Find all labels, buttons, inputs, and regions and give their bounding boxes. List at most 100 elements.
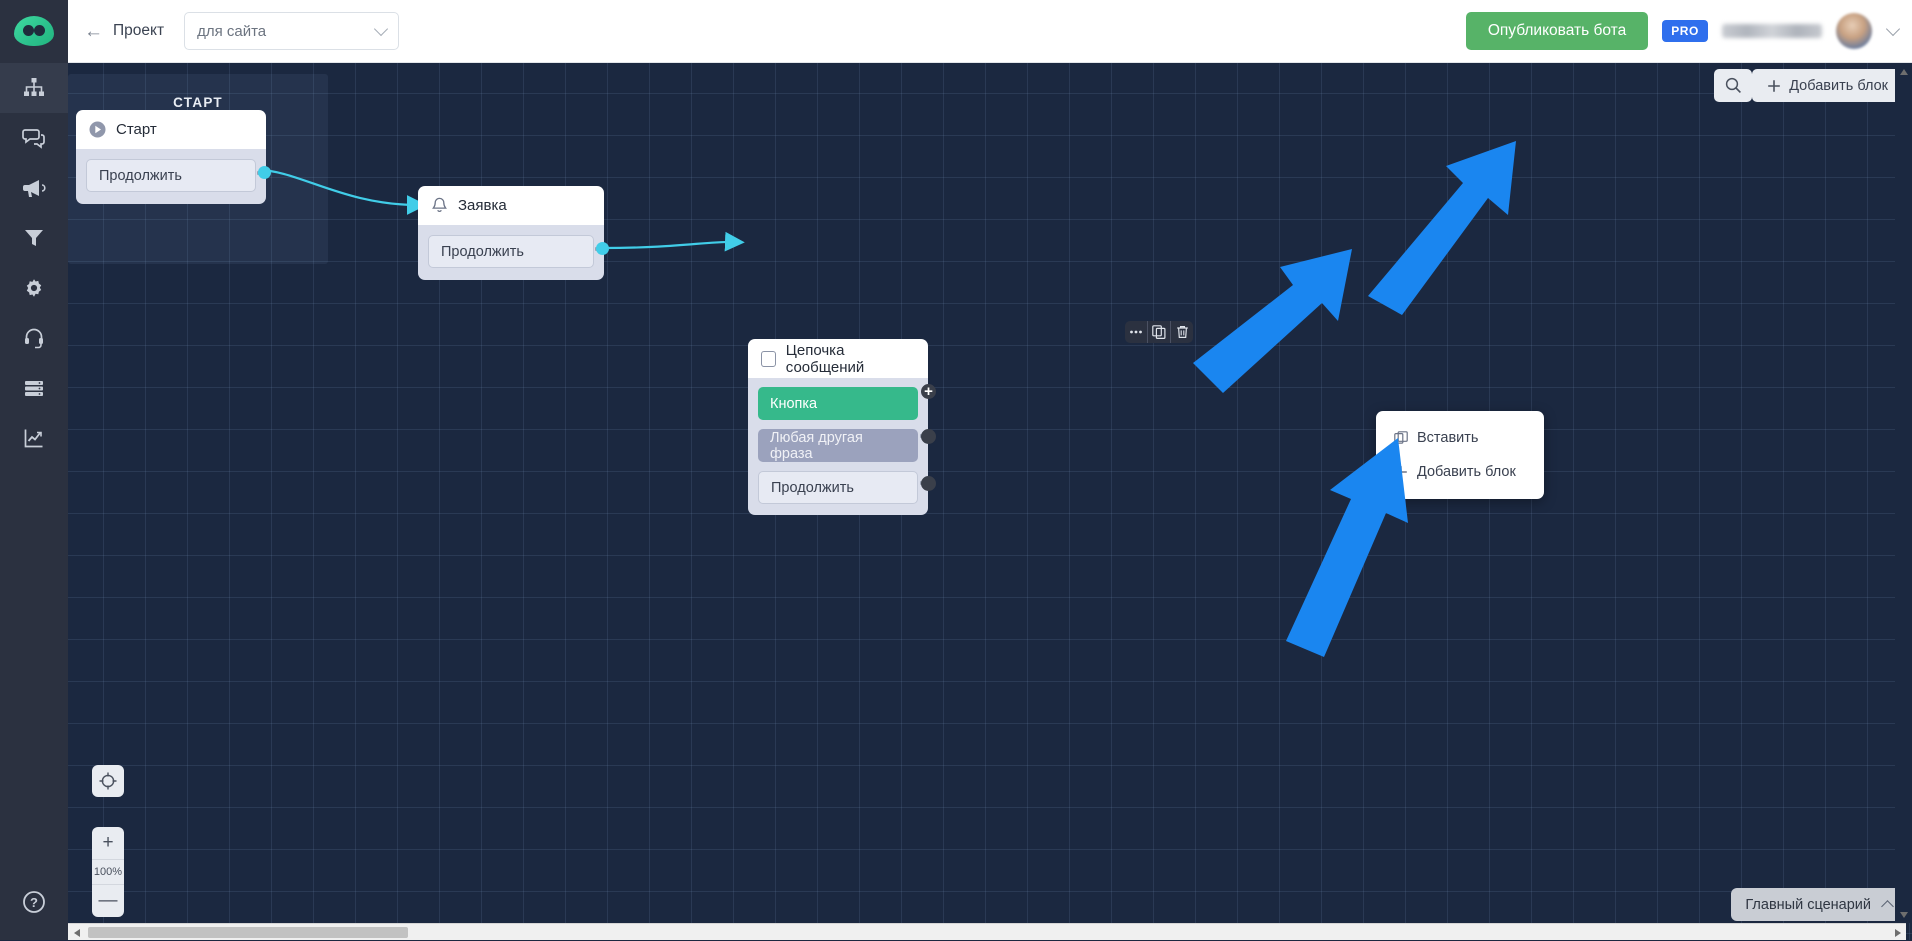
center-view-button[interactable] [92, 765, 124, 797]
analytics-chart-icon [23, 427, 45, 449]
output-port-continue[interactable] [921, 476, 936, 491]
output-port-add-button[interactable]: + [921, 384, 936, 399]
context-menu-item-paste[interactable]: Вставить [1376, 421, 1544, 455]
chip-button[interactable]: Кнопка [758, 387, 918, 420]
chip-continue[interactable]: Продолжить [758, 471, 918, 504]
svg-text:?: ? [30, 895, 38, 910]
zoom-controls[interactable]: + 100% — [92, 827, 124, 917]
checkbox-unchecked-icon[interactable] [761, 351, 776, 367]
sidebar-item-dialogs[interactable] [0, 113, 68, 163]
top-bar: ← Проект для сайта Опубликовать бота PRO [0, 0, 1912, 63]
ellipsis-icon [1129, 329, 1143, 335]
sidebar-item-analytics[interactable] [0, 413, 68, 463]
zoom-out-button[interactable]: — [92, 885, 124, 917]
context-menu-paste-label: Вставить [1417, 430, 1478, 446]
sidebar-item-settings[interactable] [0, 263, 68, 313]
flow-hierarchy-icon [23, 77, 45, 99]
triangle-down-icon[interactable] [1895, 906, 1912, 923]
app-logo[interactable] [0, 0, 68, 63]
search-button[interactable] [1714, 69, 1752, 102]
chevron-down-icon [374, 21, 388, 35]
connector-edges [68, 63, 1912, 940]
bell-icon [431, 197, 448, 215]
sidebar-item-database[interactable] [0, 363, 68, 413]
node-start-title: Старт [116, 121, 157, 138]
start-region-caption: СТАРТ [68, 95, 328, 110]
sidebar-item-flows[interactable] [0, 63, 68, 113]
output-port-any-phrase[interactable] [921, 429, 936, 444]
add-block-button[interactable]: Добавить блок [1752, 69, 1903, 102]
publish-bot-button[interactable]: Опубликовать бота [1466, 12, 1648, 50]
node-zayavka-body: Продолжить [418, 225, 604, 280]
sidebar-item-support[interactable] [0, 313, 68, 363]
node-zayavka[interactable]: Заявка Продолжить [418, 186, 604, 280]
node-message-chain[interactable]: Цепочка сообщений Кнопка Любая другая фр… [748, 339, 928, 515]
blue-arrow-pointing-to-add-block [1368, 141, 1516, 315]
chevron-down-icon[interactable] [1886, 21, 1900, 35]
blue-arrow-pointing-to-plus-handle [1193, 249, 1352, 393]
context-menu[interactable]: Вставить Добавить блок [1376, 411, 1544, 499]
node-toolbar[interactable] [1125, 321, 1193, 343]
paste-icon [1394, 431, 1408, 445]
avatar[interactable] [1836, 13, 1872, 49]
pro-badge: PRO [1662, 20, 1708, 42]
node-chain-body: Кнопка Любая другая фраза Продолжить [748, 378, 928, 515]
node-start-body: Продолжить [76, 149, 266, 204]
context-menu-item-add-block[interactable]: Добавить блок [1376, 455, 1544, 489]
project-label: Проект [113, 22, 164, 40]
plus-icon [1767, 79, 1781, 93]
left-sidebar: ? [0, 63, 68, 940]
scrollbar-thumb[interactable] [88, 927, 408, 938]
chevron-up-icon [1881, 900, 1894, 913]
zoom-in-button[interactable]: + [92, 827, 124, 859]
node-duplicate-button[interactable] [1148, 321, 1170, 343]
chat-bubbles-icon [22, 127, 46, 149]
output-port-zayavka[interactable] [596, 242, 609, 255]
copy-icon [1152, 325, 1166, 339]
chat-bubble-logo-icon [14, 16, 54, 46]
flow-canvas[interactable]: СТАРТ Старт Продолжить [68, 63, 1912, 940]
context-menu-add-block-label: Добавить блок [1417, 464, 1516, 480]
chip-any-other-phrase[interactable]: Любая другая фраза [758, 429, 918, 462]
triangle-left-icon[interactable] [68, 924, 85, 941]
node-delete-button[interactable] [1171, 321, 1193, 343]
search-icon [1725, 77, 1742, 94]
project-select[interactable]: для сайта [184, 12, 399, 50]
triangle-right-icon[interactable] [1889, 924, 1906, 941]
node-chain-header[interactable]: Цепочка сообщений [748, 339, 928, 378]
scenario-label: Главный сценарий [1745, 897, 1871, 913]
crosshair-target-icon [99, 772, 117, 790]
triangle-up-icon[interactable] [1895, 63, 1912, 80]
node-start[interactable]: Старт Продолжить [76, 110, 266, 204]
filter-icon [23, 227, 45, 249]
project-select-value: для сайта [197, 23, 376, 40]
vertical-scrollbar[interactable] [1895, 63, 1912, 923]
horizontal-scrollbar[interactable] [68, 923, 1906, 940]
scenario-selector[interactable]: Главный сценарий [1731, 888, 1906, 921]
chip-continue[interactable]: Продолжить [86, 159, 256, 192]
node-start-header[interactable]: Старт [76, 110, 266, 149]
sidebar-item-filter[interactable] [0, 213, 68, 263]
trash-icon [1176, 325, 1189, 339]
zoom-level-label: 100% [92, 859, 124, 885]
node-chain-title: Цепочка сообщений [786, 342, 915, 376]
sidebar-item-broadcast[interactable] [0, 163, 68, 213]
back-arrow-icon[interactable]: ← [84, 22, 103, 41]
annotation-arrows [68, 63, 1912, 940]
megaphone-icon [22, 177, 46, 199]
headset-support-icon [23, 327, 45, 349]
node-zayavka-title: Заявка [458, 197, 507, 214]
database-server-icon [23, 377, 45, 399]
gear-icon [23, 277, 45, 299]
user-name-redacted [1722, 24, 1822, 38]
chip-continue[interactable]: Продолжить [428, 235, 594, 268]
node-more-button[interactable] [1125, 321, 1147, 343]
plus-icon [1394, 465, 1408, 479]
play-circle-icon [89, 121, 106, 138]
question-mark-icon: ? [22, 890, 46, 914]
help-button[interactable]: ? [0, 877, 68, 927]
node-zayavka-header[interactable]: Заявка [418, 186, 604, 225]
top-bar-right-group: Опубликовать бота PRO [1466, 12, 1912, 50]
output-port-start[interactable] [258, 166, 271, 179]
add-block-label: Добавить блок [1789, 78, 1888, 94]
